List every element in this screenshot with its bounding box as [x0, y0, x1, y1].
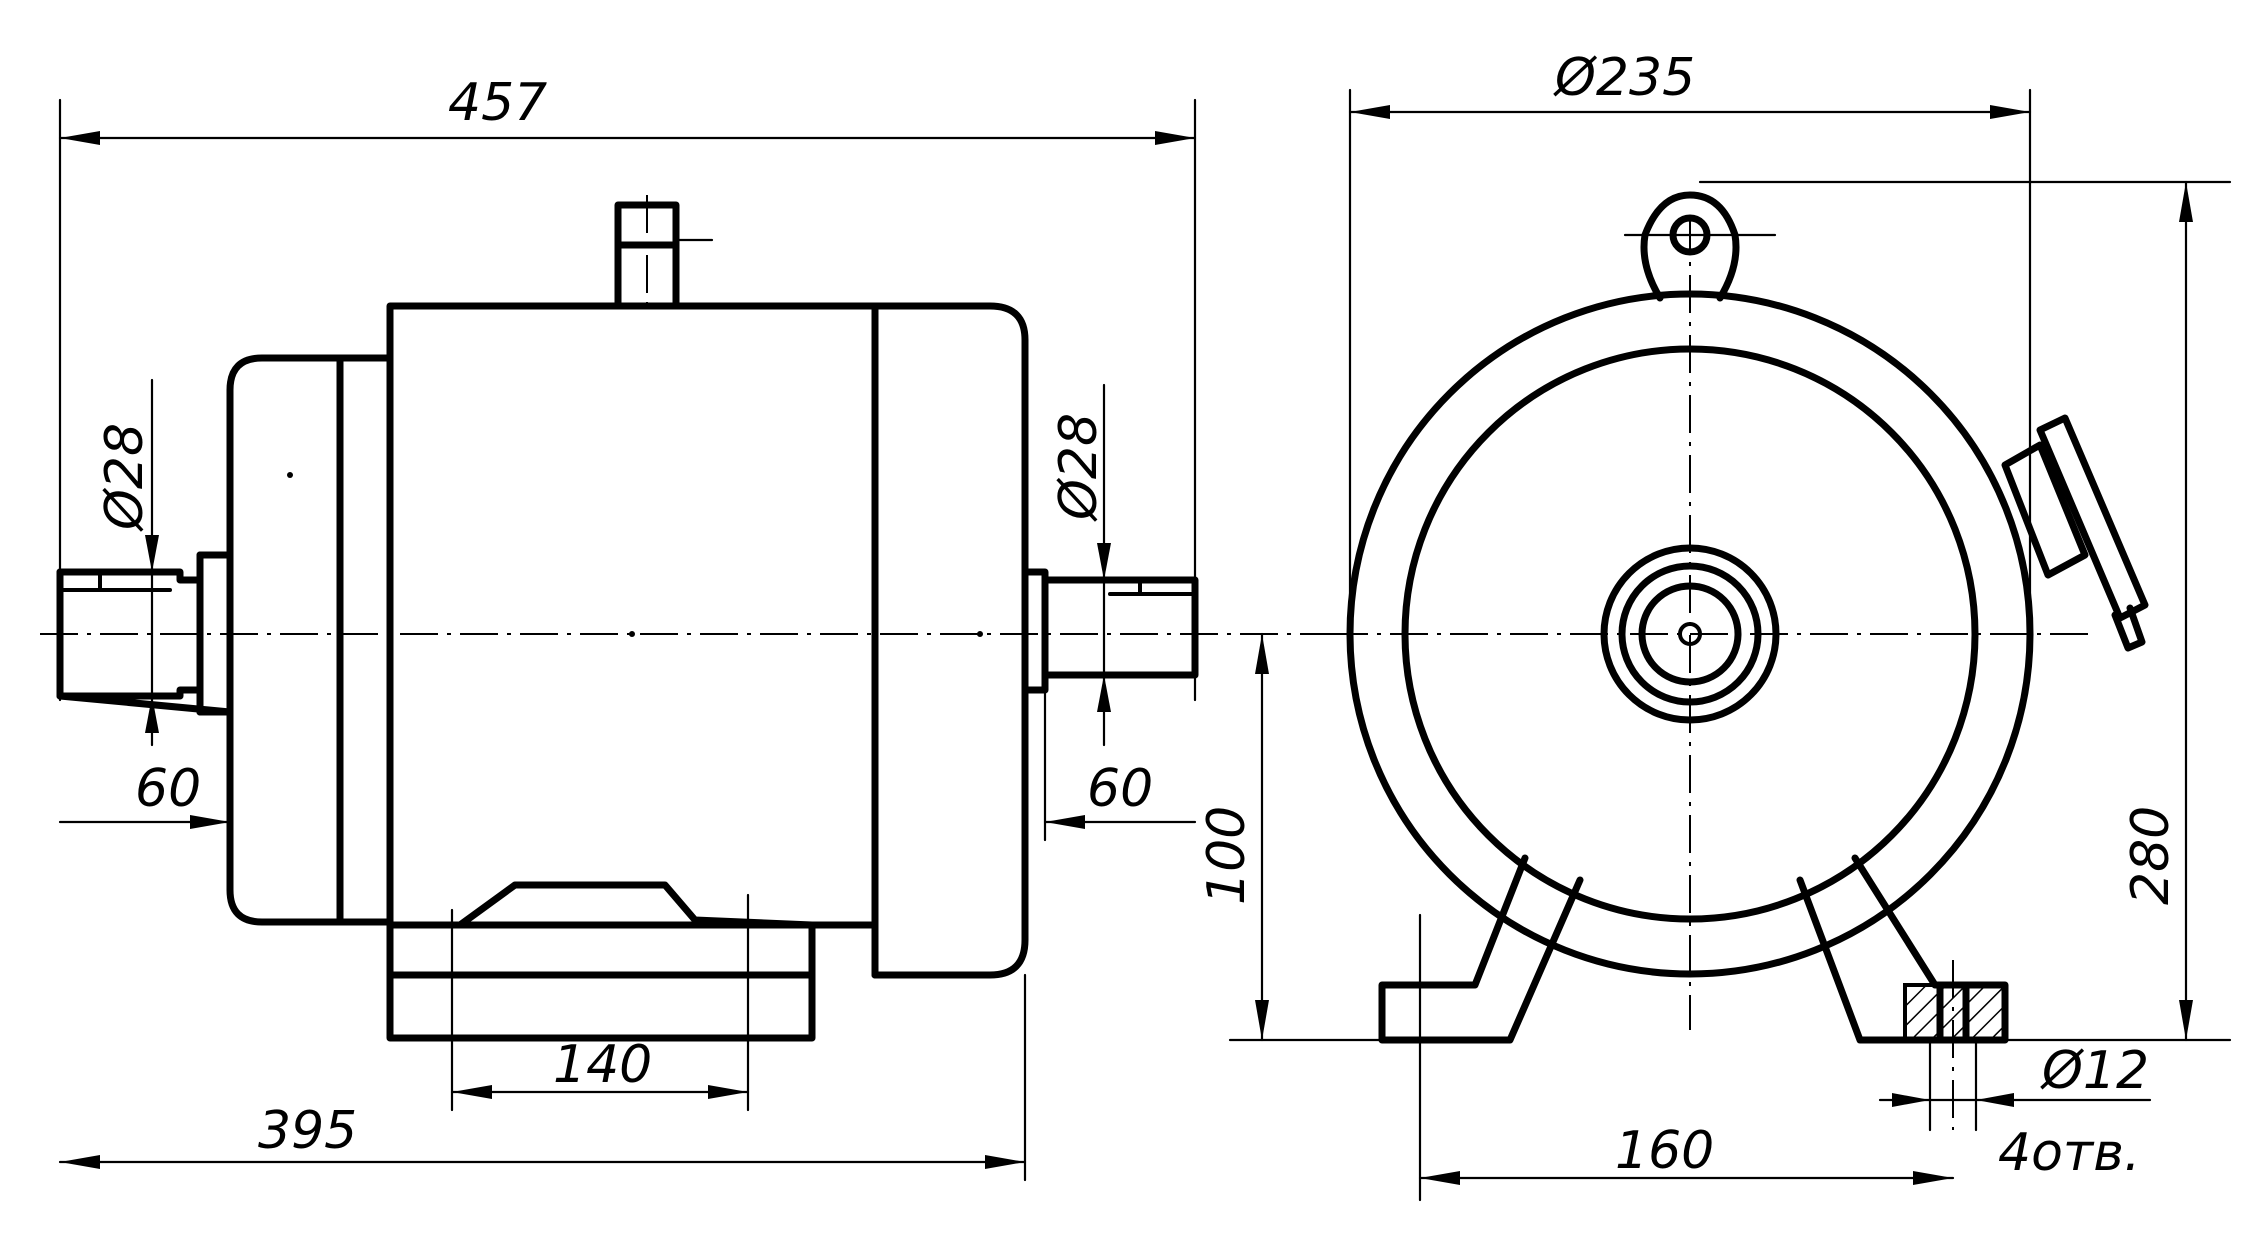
right-shaft — [1021, 568, 1199, 694]
dim-d235: Ø235 — [1553, 48, 1695, 108]
arrow — [1420, 1171, 1460, 1185]
arrow — [1990, 105, 2030, 119]
terminal-box-gland — [2111, 604, 2146, 652]
arrow — [145, 696, 159, 733]
center-mark — [629, 631, 635, 637]
left-shaft — [56, 551, 234, 716]
terminal-box-cable — [2036, 414, 2149, 622]
foot-recess — [456, 881, 816, 929]
arrow — [190, 815, 230, 829]
arrow — [1913, 1171, 1953, 1185]
center-mark — [977, 631, 983, 637]
arrow — [1255, 634, 1269, 674]
fan-cover — [226, 354, 394, 926]
dim-d12: Ø12 — [2040, 1041, 2149, 1101]
dim-140: 140 — [553, 1035, 652, 1095]
dim-457: 457 — [448, 73, 547, 133]
arrow — [708, 1085, 748, 1099]
foot-section-hatch — [1903, 983, 2007, 1042]
shaft-center-hole — [1678, 622, 1702, 646]
dim-280: 280 — [2121, 806, 2181, 905]
dim-60-right: 60 — [1087, 759, 1153, 819]
arrow — [1350, 105, 1390, 119]
arrow — [1097, 675, 1111, 712]
arrow — [1045, 815, 1085, 829]
dim-d28-right: Ø28 — [1049, 413, 1109, 522]
front-view: Ø235 280 100 160 Ø12 4отв. — [1197, 48, 2232, 1202]
dim-d28-left: Ø28 — [95, 423, 155, 532]
arrow — [1255, 1000, 1269, 1040]
mounting-foot — [386, 921, 816, 1042]
dim-160: 160 — [1615, 1121, 1714, 1181]
stator-housing — [386, 302, 1029, 979]
arrow — [1155, 131, 1195, 145]
housing-outer-circle — [1346, 290, 2034, 978]
terminal-box — [2001, 441, 2089, 579]
dim-60-left: 60 — [135, 759, 201, 819]
dim-100: 100 — [1197, 806, 1257, 905]
arrow — [60, 131, 100, 145]
arrow — [1892, 1093, 1930, 1107]
arrow — [60, 1155, 100, 1169]
center-mark — [287, 472, 293, 478]
arrow — [2179, 1000, 2193, 1040]
left-foot — [1378, 854, 1584, 1044]
arrow — [452, 1085, 492, 1099]
arrow — [985, 1155, 1025, 1169]
hub-outer-circle — [1600, 544, 1780, 724]
shaft-circle — [1638, 582, 1742, 686]
side-view: 457 395 140 60 60 Ø28 Ø28 — [40, 73, 1330, 1182]
arrow — [1097, 543, 1111, 580]
dim-395: 395 — [258, 1101, 357, 1161]
dim-hole-count: 4отв. — [1998, 1123, 2140, 1183]
arrow — [2179, 182, 2193, 222]
housing-inner-circle — [1401, 345, 1979, 923]
arrow — [145, 535, 159, 572]
hub-middle-circle — [1618, 562, 1762, 706]
lifting-eye — [1640, 191, 1740, 302]
arrow — [1976, 1093, 2014, 1107]
